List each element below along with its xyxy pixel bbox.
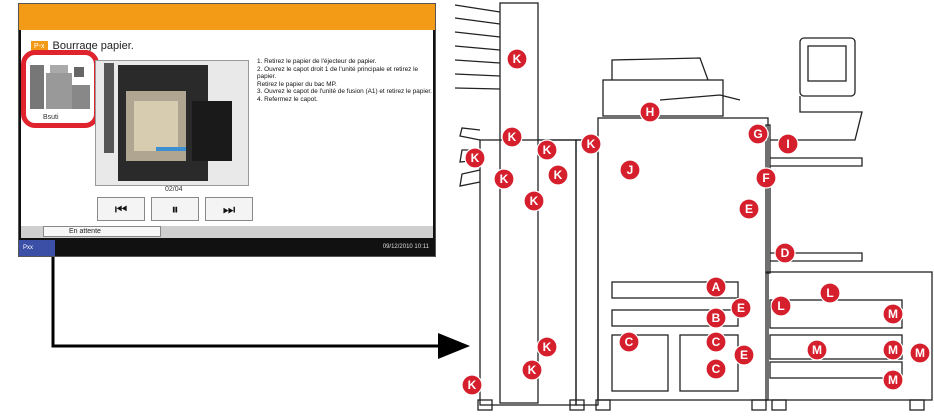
next-button[interactable]: ⏭ <box>205 197 253 221</box>
marker-a: A <box>705 276 727 298</box>
marker-label: K <box>468 378 477 392</box>
printer-outline <box>454 2 933 411</box>
marker-c: C <box>705 358 727 380</box>
step-item: 2. Ouvrez le capot droit 1 de l'unité pr… <box>257 65 419 81</box>
marker-label: K <box>528 363 537 377</box>
marker-label: K <box>543 340 552 354</box>
marker-label: K <box>513 52 522 66</box>
marker-label: F <box>762 171 769 185</box>
marker-g: G <box>747 123 769 145</box>
marker-k: K <box>493 168 515 190</box>
title-row: P-x Bourrage papier. <box>31 38 134 54</box>
marker-label: K <box>530 194 539 208</box>
panel-body: P-x Bourrage papier. Bsuti <box>21 30 433 226</box>
machine-thumbnail-icon <box>30 65 90 109</box>
marker-l: L <box>770 295 792 317</box>
marker-label: I <box>786 137 789 151</box>
panel-footer: Pxx 09/12/2010 10:11 <box>19 240 435 256</box>
marker-e: E <box>733 344 755 366</box>
marker-label: E <box>740 348 748 362</box>
marker-k: K <box>506 48 528 70</box>
marker-d: D <box>774 242 796 264</box>
skip-back-icon: ⏮ <box>114 200 128 217</box>
marker-k: K <box>521 359 543 381</box>
marker-k: K <box>523 190 545 212</box>
marker-label: M <box>812 343 822 357</box>
marker-c: C <box>618 331 640 353</box>
marker-k: K <box>547 164 569 186</box>
marker-label: E <box>737 301 745 315</box>
previous-button[interactable]: ⏮ <box>97 197 145 221</box>
marker-m: M <box>882 303 904 325</box>
marker-f: F <box>755 167 777 189</box>
marker-label: J <box>627 163 634 177</box>
marker-label: C <box>712 362 721 376</box>
marker-m: M <box>882 339 904 361</box>
marker-label: M <box>888 307 898 321</box>
jam-location-thumbnail[interactable] <box>21 50 99 128</box>
marker-h: H <box>639 101 661 123</box>
step-item: Retirez le papier du bac MP. <box>257 80 337 88</box>
marker-label: K <box>554 168 563 182</box>
marker-k: K <box>461 374 483 396</box>
step-item: 4. Refermez le capot. <box>257 95 318 103</box>
marker-m: M <box>806 339 828 361</box>
marker-label: H <box>646 105 655 119</box>
marker-e: E <box>738 198 760 220</box>
marker-label: B <box>712 311 721 325</box>
marker-k: K <box>501 126 523 148</box>
marker-m: M <box>909 342 931 364</box>
error-code-badge: P-x <box>31 40 48 52</box>
operation-panel-screenshot: P-x Bourrage papier. Bsuti <box>18 3 436 257</box>
marker-label: M <box>888 343 898 357</box>
thumbnail-label: Bsuti <box>43 114 59 121</box>
step-item: 1. Retirez le papier de l'éjecteur de pa… <box>257 58 377 65</box>
step-item: 3. Ouvrez le capot de l'unité de fusion … <box>257 88 432 96</box>
skip-forward-icon: ⏭ <box>222 200 236 217</box>
footer-datetime: 09/12/2010 10:11 <box>382 244 429 250</box>
marker-label: K <box>508 130 517 144</box>
instruction-photo <box>95 60 249 186</box>
marker-label: E <box>745 202 753 216</box>
pause-button[interactable]: ⏸ <box>151 197 199 221</box>
marker-label: M <box>888 373 898 387</box>
instruction-steps: 1. Retirez le papier de l'éjecteur de pa… <box>257 58 435 104</box>
marker-e: E <box>730 297 752 319</box>
pause-icon: ⏸ <box>171 200 179 217</box>
marker-m: M <box>882 369 904 391</box>
marker-l: L <box>819 282 841 304</box>
marker-label: K <box>500 172 509 186</box>
marker-k: K <box>536 336 558 358</box>
marker-label: K <box>587 137 596 151</box>
footer-tab[interactable]: Pxx <box>19 240 55 256</box>
marker-label: G <box>753 127 762 141</box>
marker-label: L <box>826 286 833 300</box>
marker-label: C <box>712 335 721 349</box>
marker-label: M <box>915 346 925 360</box>
marker-label: D <box>781 246 790 260</box>
panel-header-bar <box>19 4 435 30</box>
marker-j: J <box>619 159 641 181</box>
marker-label: C <box>625 335 634 349</box>
marker-i: I <box>777 133 799 155</box>
marker-label: L <box>777 299 784 313</box>
marker-label: A <box>712 280 721 294</box>
status-button[interactable]: En attente <box>43 226 161 237</box>
marker-k: K <box>464 147 486 169</box>
status-row: En attente <box>21 226 433 238</box>
marker-label: K <box>471 151 480 165</box>
marker-c: C <box>705 331 727 353</box>
page-counter: 02/04 <box>165 186 183 193</box>
marker-label: K <box>543 143 552 157</box>
marker-b: B <box>705 307 727 329</box>
marker-k: K <box>536 139 558 161</box>
panel-title: Bourrage papier. <box>52 40 134 52</box>
marker-k: K <box>580 133 602 155</box>
